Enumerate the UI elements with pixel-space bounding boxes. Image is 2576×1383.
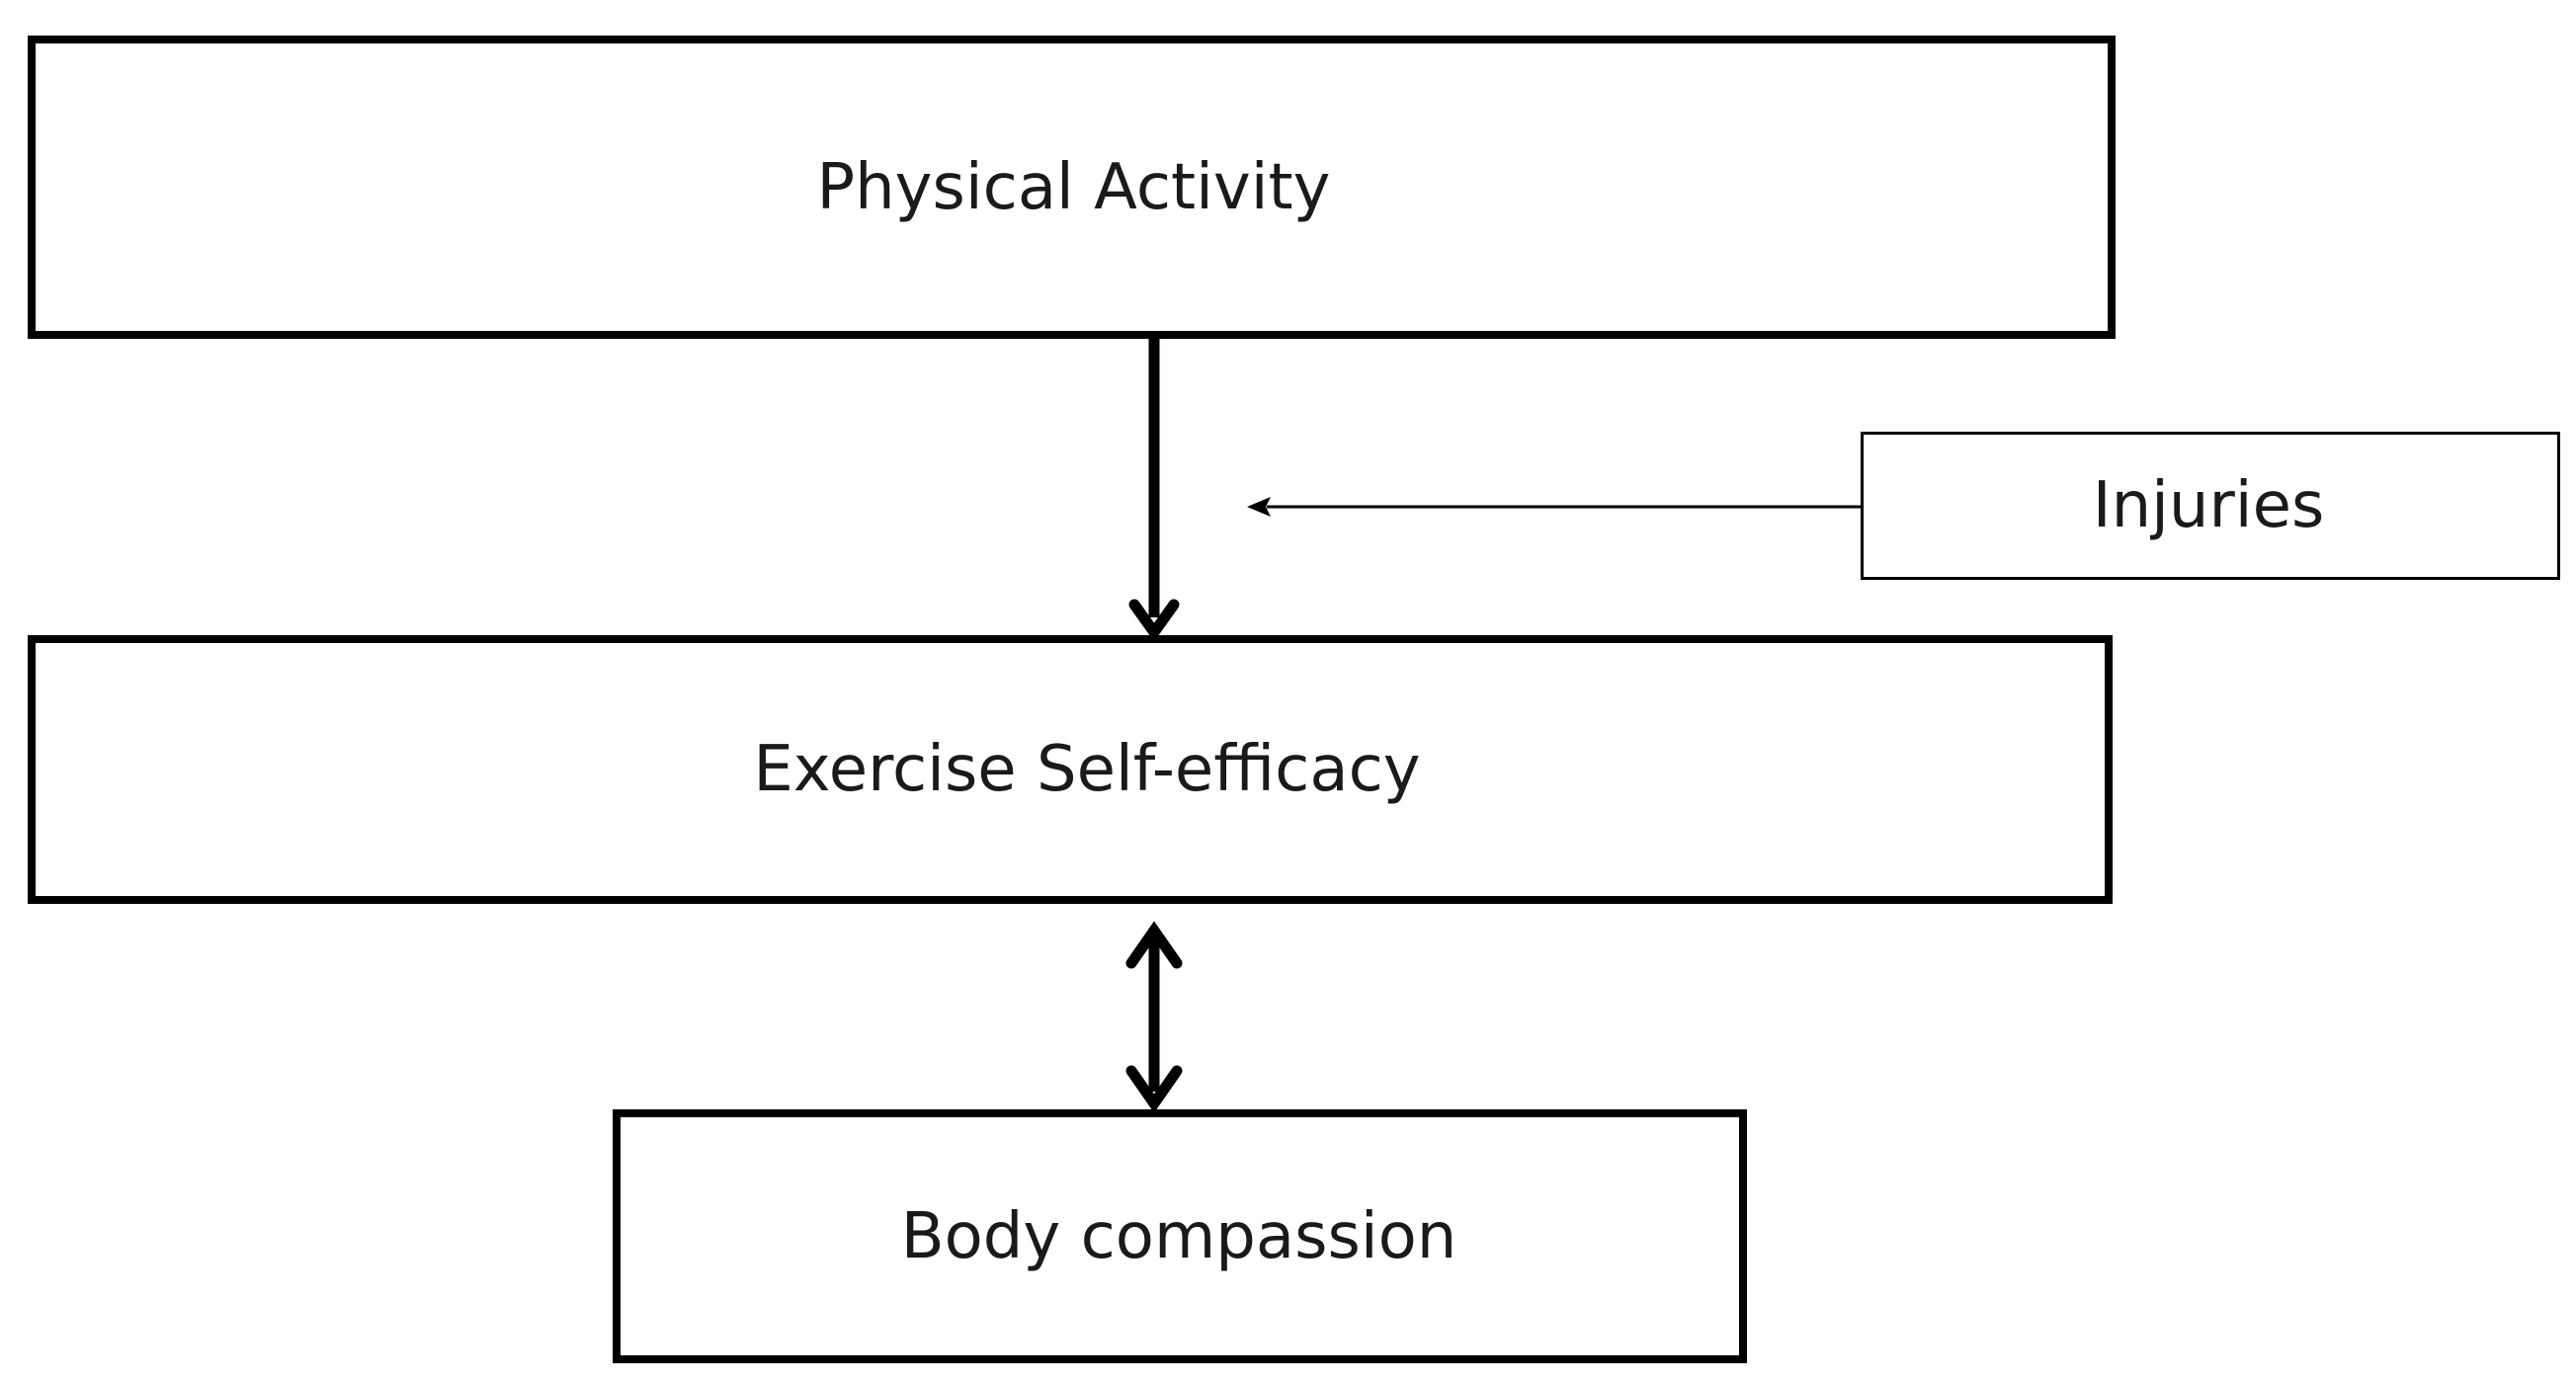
physical-to-exercise-arrow [1128,339,1180,642]
exercise-body-bidirectional-arrow [1125,921,1183,1113]
injuries-moderator-arrow [1247,497,1861,517]
exercise-body-arrowhead-down [1125,1065,1183,1113]
body-compassion-box: Body compassion [613,1109,1747,1363]
exercise-body-arrowhead-up [1125,921,1183,969]
exercise-self-efficacy-box: Exercise Self-efficacy [28,635,2113,904]
injuries-box: Injuries [1861,432,2560,580]
body-compassion-label: Body compassion [900,1199,1457,1273]
physical-to-exercise-arrowhead [1128,599,1180,642]
exercise-self-efficacy-label: Exercise Self-efficacy [753,733,1421,806]
physical-activity-label: Physical Activity [816,150,1331,224]
injuries-moderator-arrowhead [1247,497,1271,517]
injuries-label: Injuries [2092,469,2325,542]
physical-activity-box: Physical Activity [28,36,2116,339]
